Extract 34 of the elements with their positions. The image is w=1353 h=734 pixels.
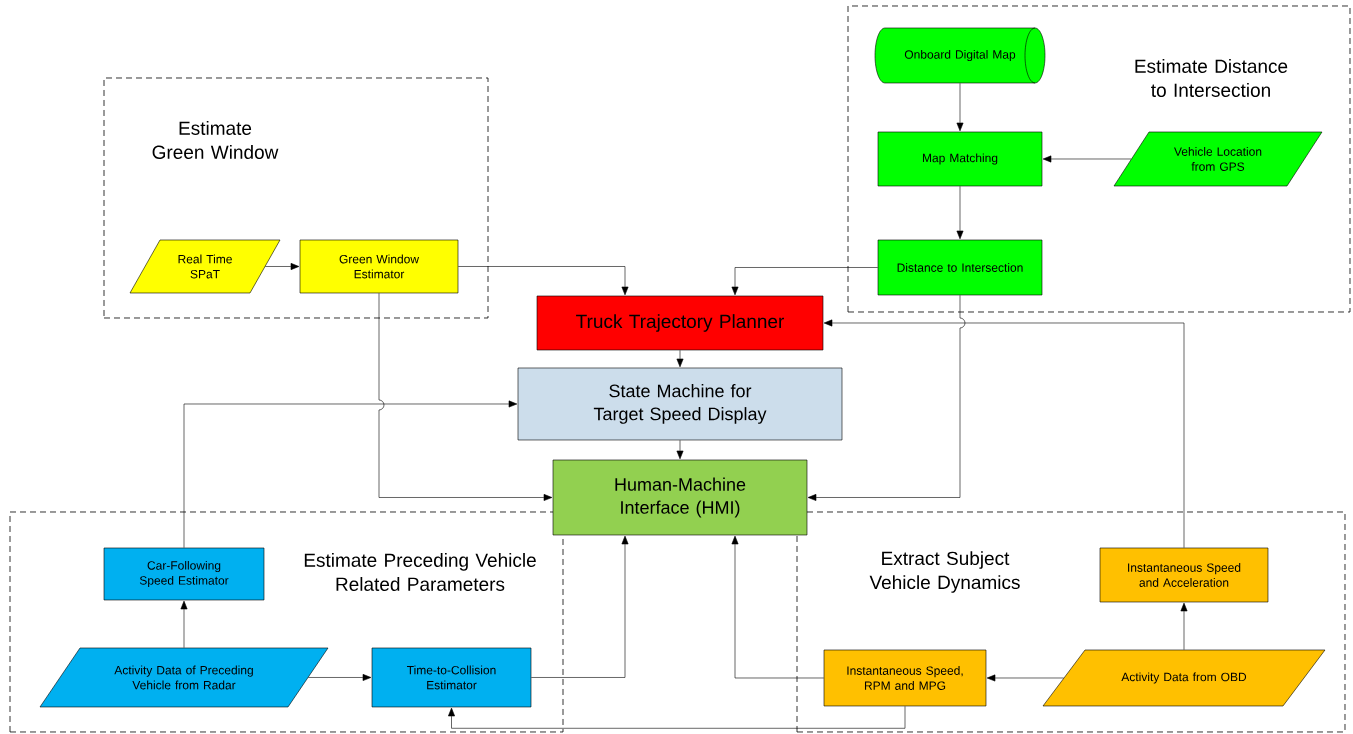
arrow [986,674,1064,682]
arrow [956,186,964,240]
process-box: Green Window Estimator [299,239,459,294]
storage-cylinder: Onboard Digital Map [874,27,1046,84]
arrow [378,293,553,501]
process-box: Truck Trajectory Planner [536,295,824,351]
arrow [1042,155,1132,163]
arrow [531,535,629,678]
data-parallelogram: Activity Data from OBD [1042,649,1326,707]
process-box: Car-Following Speed Estimator [103,547,265,601]
process-box: State Machine for Target Speed Display [517,367,843,441]
arrow [731,267,878,296]
data-parallelogram: Real Time SPaT [129,239,281,294]
arrow [183,400,518,548]
arrow [676,350,684,368]
arrow [807,295,966,501]
process-box: Map Matching [877,131,1043,187]
arrow [676,440,684,460]
arrow [1180,602,1188,650]
process-box: Instantaneous Speed, RPM and MPG [823,649,987,707]
process-box: Time-to-Collision Estimator [371,647,532,708]
arrow [180,600,188,648]
arrow [265,263,300,270]
arrow [458,266,629,296]
arrow [308,674,372,681]
data-parallelogram: Vehicle Location from GPS [1113,131,1323,187]
process-box: Instantaneous Speed and Acceleration [1099,547,1269,603]
data-parallelogram: Activity Data of Preceding Vehicle from Radar [39,647,329,708]
arrow [956,83,964,132]
arrow [448,706,906,729]
arrow [731,535,824,679]
process-box: Distance to Intersection [877,239,1043,296]
arrow [823,319,1185,548]
process-box: Human-Machine Interface (HMI) [552,459,808,536]
